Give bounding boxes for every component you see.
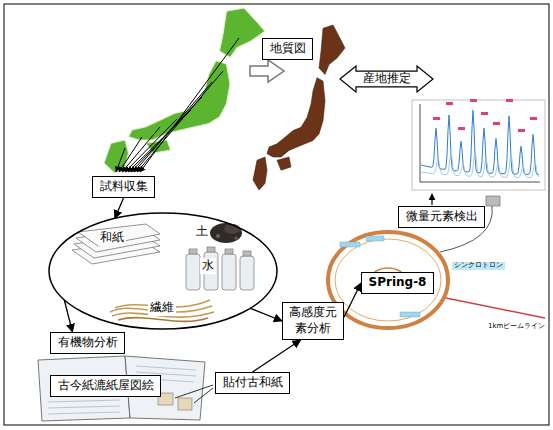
hollow-arrow xyxy=(250,60,284,82)
node-text: 地質図 xyxy=(269,41,306,57)
spring8-ring xyxy=(328,232,448,328)
ellipse-outline xyxy=(49,213,277,329)
node-text: 産地推定 xyxy=(362,71,411,87)
process-box: 高感度元素分析 xyxy=(282,302,344,340)
node-text: 試料収集 xyxy=(99,179,148,195)
peak-tag xyxy=(530,117,537,120)
peak-tags xyxy=(433,99,537,132)
node-text: 土 xyxy=(194,224,210,240)
chart-frame xyxy=(412,100,545,190)
fiber-image xyxy=(110,300,214,321)
node-text: 貼付古和紙 xyxy=(222,375,283,391)
sampling-arrows xyxy=(116,38,239,172)
node-text: SPring-8 xyxy=(368,275,427,291)
book-illustration xyxy=(38,356,205,421)
peak-tag xyxy=(433,117,440,120)
figure-frame xyxy=(4,4,549,425)
node-text: 微量元素検出 xyxy=(405,209,478,225)
node-text: 有機物分析 xyxy=(57,335,118,351)
sample-ellipse: 和紙 土水繊維 xyxy=(48,212,278,330)
detect-arrow xyxy=(431,194,432,205)
pasted-washi xyxy=(178,398,192,410)
peak-tag xyxy=(446,102,453,105)
node-text: 和紙 xyxy=(98,230,126,246)
connector-arrow xyxy=(253,340,301,372)
connector-arrow xyxy=(250,308,282,321)
long-beamline xyxy=(446,298,545,318)
peak-tag xyxy=(458,127,465,130)
facility-label: シンクロトロン xyxy=(452,262,505,270)
node-text: 古今紙漉紙屋図絵 xyxy=(57,378,154,394)
connector-arrow xyxy=(115,198,124,218)
node-text: 繊維 xyxy=(148,300,176,316)
peak-tag xyxy=(506,99,513,102)
double-arrow: 産地推定 xyxy=(340,66,433,92)
chart-axis xyxy=(420,182,540,183)
spectrum-chart xyxy=(412,99,545,190)
label-box: 貼付古和紙 xyxy=(215,372,290,394)
node-text: 水 xyxy=(200,258,216,274)
leader-line xyxy=(194,388,213,403)
geological-map xyxy=(253,25,345,190)
soil-image xyxy=(210,223,242,243)
peak-tag xyxy=(518,129,525,132)
label-box: 試料収集 xyxy=(92,176,155,198)
process-box: 微量元素検出 xyxy=(398,206,485,228)
peak-tag xyxy=(493,122,500,125)
spectrum-curve xyxy=(421,152,539,178)
node-text: 高感度元素分析 xyxy=(289,305,337,336)
detector xyxy=(486,196,500,206)
water-bottles xyxy=(186,247,254,290)
spectrum-curve xyxy=(421,110,539,174)
process-box: 有機物分析 xyxy=(50,332,125,354)
chart-axis xyxy=(420,104,421,182)
japan-map-green xyxy=(104,8,265,173)
label-box: 地質図 xyxy=(262,38,313,60)
facility-label: SPring-8 xyxy=(361,272,434,294)
connector-arrow xyxy=(344,283,361,317)
facility-label: 1kmビームライン xyxy=(486,323,547,331)
peak-tag xyxy=(470,99,477,102)
leader-line xyxy=(175,385,213,398)
washi-stack xyxy=(72,224,160,264)
peak-tag xyxy=(481,112,488,115)
double-arrow-outline xyxy=(340,66,433,92)
source-box: 古今紙漉紙屋図絵 xyxy=(50,375,161,397)
